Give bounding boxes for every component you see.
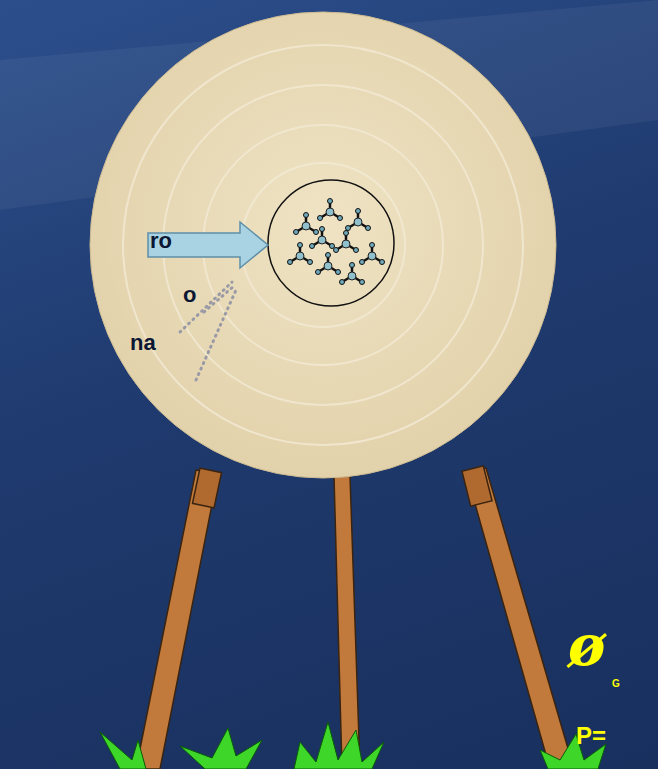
dart (334, 231, 359, 253)
tripod-leg (466, 468, 574, 769)
tripod-bracket (192, 468, 221, 508)
dotted-line (196, 290, 236, 380)
diameter-symbol: ø (568, 612, 605, 678)
symbol-subscript: G (612, 678, 620, 689)
dart (294, 213, 319, 235)
side-text: ro (150, 228, 172, 254)
dart (346, 209, 371, 231)
probability-label: P= (576, 722, 606, 750)
tripod-leg (334, 476, 360, 769)
dart (360, 243, 385, 265)
dart (318, 199, 343, 221)
side-text: o (183, 282, 196, 308)
dart (288, 243, 313, 265)
grass (100, 722, 606, 769)
target-board (90, 12, 556, 478)
target-ring (123, 45, 523, 445)
dotted-line (180, 282, 232, 332)
dotted-line (204, 286, 234, 312)
dart (340, 263, 365, 285)
cluster-circle (268, 180, 394, 306)
dart (316, 253, 341, 275)
tripod-leg (136, 470, 218, 769)
pointer-arrow (148, 222, 268, 268)
dart (310, 227, 335, 249)
tripod-bracket (462, 466, 492, 506)
side-text: na (130, 330, 156, 356)
